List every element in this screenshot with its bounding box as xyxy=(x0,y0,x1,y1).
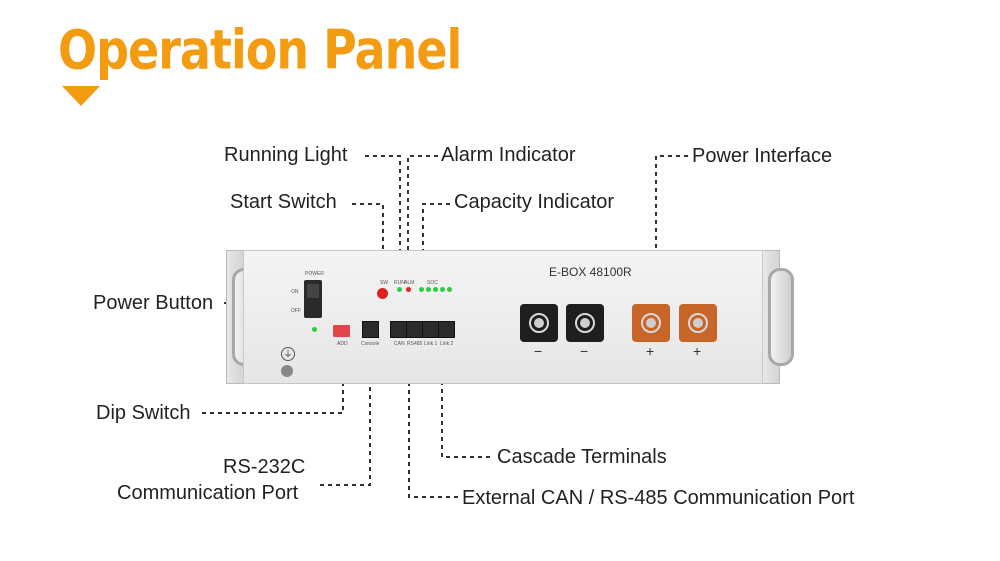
minus-sign-1: − xyxy=(534,343,543,359)
console-port[interactable] xyxy=(362,321,379,338)
alarm-led xyxy=(406,287,411,292)
soc-caption: SOC xyxy=(427,280,438,286)
link2-caption: Link 2 xyxy=(440,341,454,347)
rs232-label-line1: RS-232C xyxy=(223,456,306,478)
capacity-indicator-label: Capacity Indicator xyxy=(454,191,615,213)
can-caption: CAN xyxy=(394,341,405,347)
power-switch-caption: POWER xyxy=(305,271,324,277)
running-led xyxy=(397,287,402,292)
right-handle[interactable] xyxy=(768,268,794,366)
console-caption: Console xyxy=(361,341,380,347)
positive-terminal-1[interactable] xyxy=(632,304,670,342)
plus-sign-2: + xyxy=(693,343,702,359)
link1-port[interactable] xyxy=(422,321,439,338)
link1-caption: Link 1 xyxy=(424,341,438,347)
front-panel: POWER ON OFF ⏚ SW RUN ALM SOC E-BOX 4810… xyxy=(243,250,763,384)
plus-sign-1: + xyxy=(646,343,655,359)
on-caption: ON xyxy=(291,289,299,295)
ground-icon: ⏚ xyxy=(281,347,295,361)
negative-terminal-1[interactable] xyxy=(520,304,558,342)
minus-sign-2: − xyxy=(580,343,589,359)
page-title: Operation Panel xyxy=(58,18,462,82)
dip-switch-label: Dip Switch xyxy=(96,402,191,424)
off-caption: OFF xyxy=(291,308,301,314)
capacity-led-2 xyxy=(426,287,431,292)
power-led xyxy=(312,327,317,332)
cascade-terminals-label: Cascade Terminals xyxy=(497,446,667,468)
sw-caption: SW xyxy=(380,280,389,286)
positive-terminal-2[interactable] xyxy=(679,304,717,342)
model-name: E-BOX 48100R xyxy=(549,265,632,279)
rs485-port[interactable] xyxy=(406,321,423,338)
start-switch-button[interactable] xyxy=(377,288,388,299)
link2-port[interactable] xyxy=(438,321,455,338)
power-button[interactable] xyxy=(304,280,322,318)
running-light-label: Running Light xyxy=(224,144,348,166)
capacity-led-3 xyxy=(433,287,438,292)
can-port[interactable] xyxy=(390,321,407,338)
external-can-label: External CAN / RS-485 Communication Port xyxy=(462,487,855,509)
power-interface-label: Power Interface xyxy=(692,145,833,167)
capacity-led-4 xyxy=(440,287,445,292)
negative-terminal-2[interactable] xyxy=(566,304,604,342)
add-caption: ADD xyxy=(337,341,348,347)
start-switch-label: Start Switch xyxy=(230,191,337,213)
title-arrow-icon xyxy=(62,86,100,106)
run-caption: RUN xyxy=(394,280,405,286)
capacity-led-5 xyxy=(447,287,452,292)
alarm-indicator-label: Alarm Indicator xyxy=(441,144,576,166)
rs485-caption: RS485 xyxy=(407,341,423,347)
capacity-led-1 xyxy=(419,287,424,292)
dip-switch[interactable] xyxy=(333,325,350,337)
rs232-label-line2: Communication Port xyxy=(117,482,299,504)
power-button-label: Power Button xyxy=(93,292,214,314)
alm-caption: ALM xyxy=(404,280,415,286)
ground-screw-icon xyxy=(281,365,293,377)
